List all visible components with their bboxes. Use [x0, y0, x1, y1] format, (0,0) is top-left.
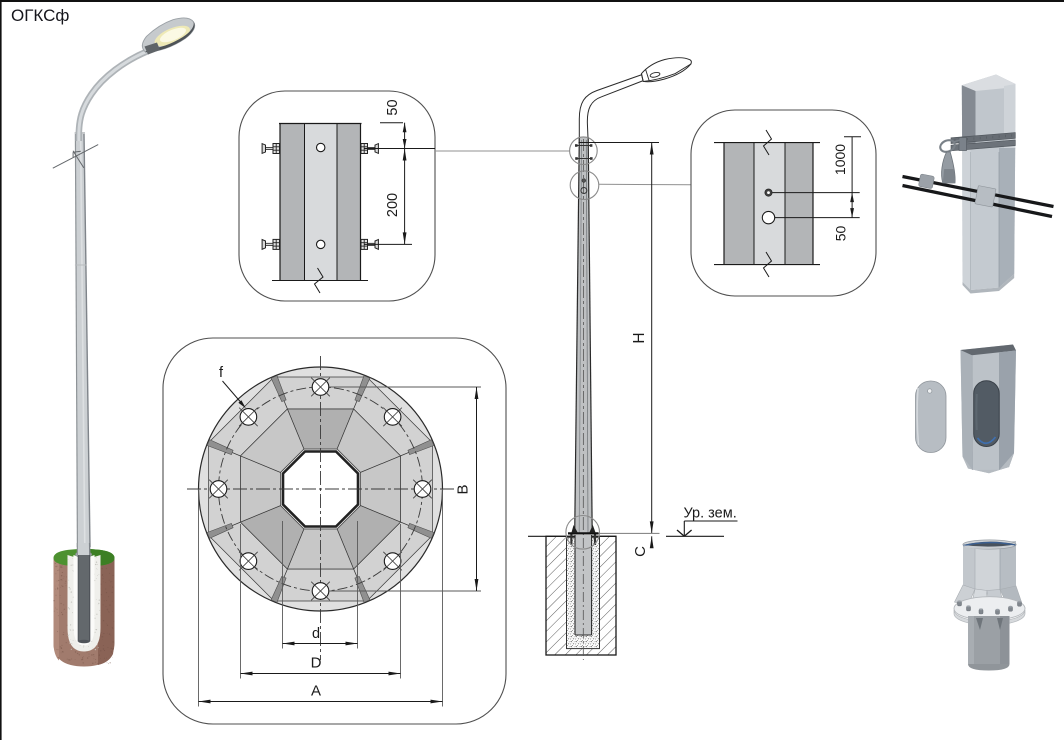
svg-text:1000: 1000 [832, 144, 848, 175]
svg-text:50: 50 [833, 226, 849, 242]
svg-text:d: d [312, 626, 320, 642]
svg-text:200: 200 [385, 193, 401, 217]
svg-text:B: B [455, 484, 472, 494]
svg-text:50: 50 [385, 99, 401, 115]
svg-text:Ур. зем.: Ур. зем. [684, 506, 737, 522]
svg-text:f: f [219, 365, 224, 381]
svg-text:H: H [631, 332, 648, 343]
svg-text:D: D [311, 655, 322, 672]
svg-text:A: A [311, 683, 321, 700]
svg-text:C: C [632, 546, 649, 557]
svg-text:ОГКСф: ОГКСф [11, 6, 69, 25]
